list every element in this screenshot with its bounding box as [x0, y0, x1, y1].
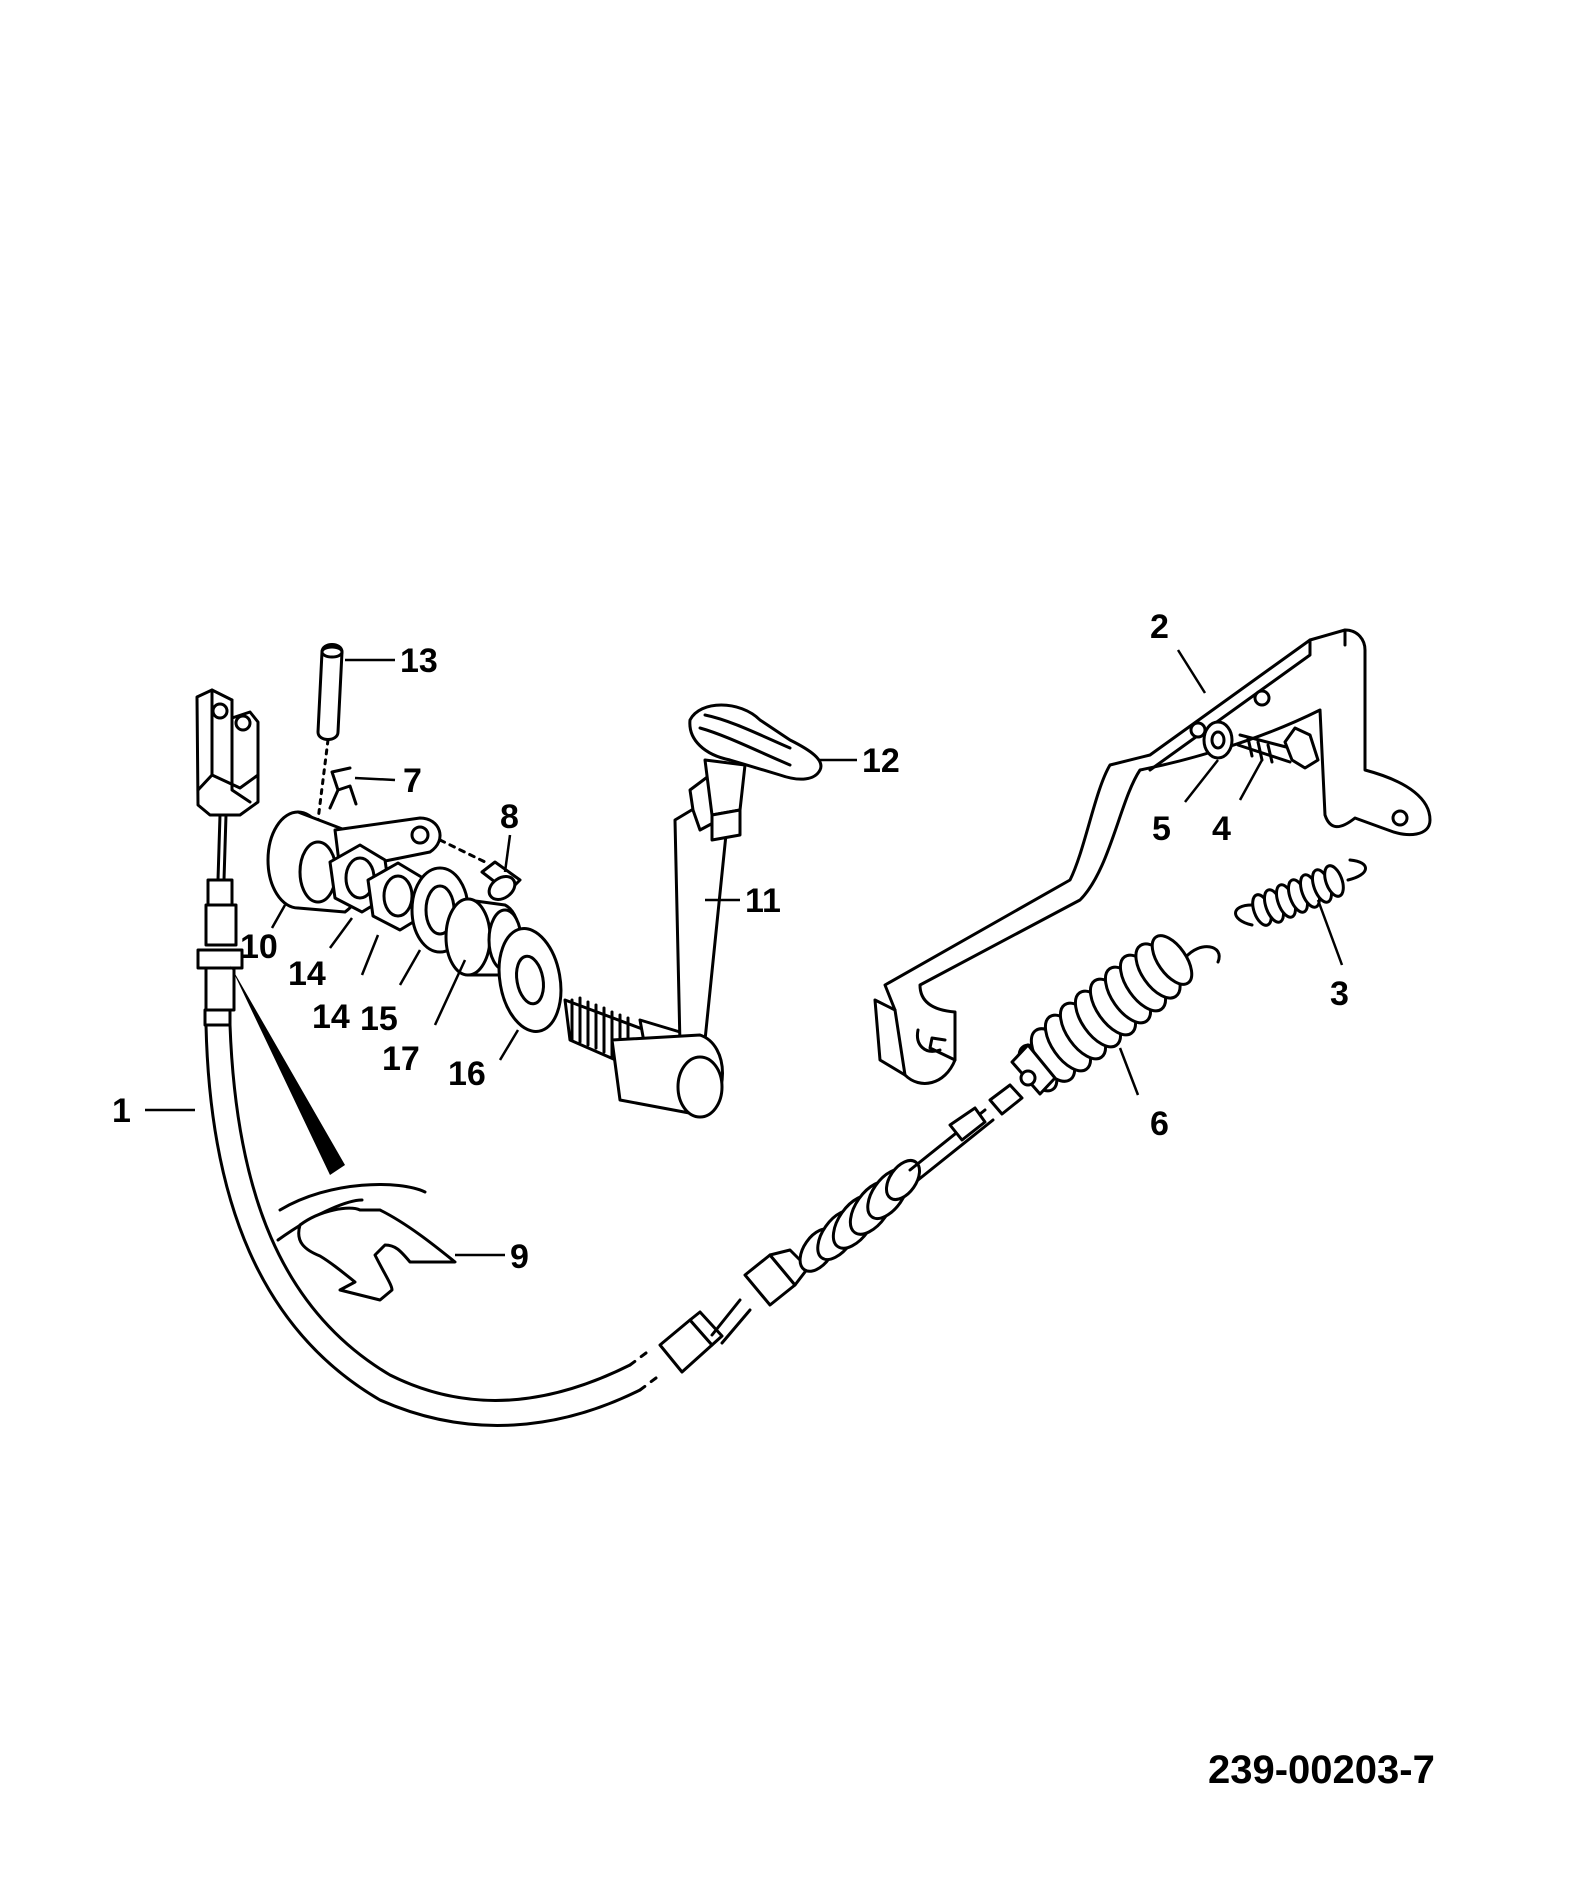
callout-10: 10	[240, 928, 278, 966]
callout-1: 1	[112, 1092, 131, 1130]
control-cable	[195, 688, 1024, 1427]
large-extension-spring	[1010, 934, 1221, 1096]
mounting-bracket	[873, 628, 1432, 1085]
e-ring-clip	[230, 965, 457, 1302]
hairpin-clip	[328, 766, 358, 810]
callout-11: 11	[745, 882, 781, 920]
callout-15: 15	[360, 1000, 398, 1038]
callout-13: 13	[400, 642, 438, 680]
shift-knob	[688, 703, 823, 842]
leader-lines	[145, 649, 1344, 1257]
callout-16: 16	[448, 1055, 486, 1093]
clevis-pin	[480, 860, 522, 901]
bracket-washer	[1202, 720, 1234, 760]
document-number: 239-00203-7	[1208, 1748, 1435, 1792]
callout-6: 6	[1150, 1105, 1169, 1143]
hex-bolt	[1236, 726, 1320, 770]
callout-5: 5	[1152, 810, 1171, 848]
callout-9: 9	[510, 1238, 529, 1276]
callout-3: 3	[1330, 975, 1349, 1013]
callout-7: 7	[403, 762, 422, 800]
small-extension-spring	[1234, 858, 1367, 927]
callout-12: 12	[862, 742, 900, 780]
shift-lever	[563, 773, 733, 1119]
flat-washer	[497, 927, 563, 1033]
roll-pin	[316, 643, 344, 822]
callout-14-upper: 14	[288, 955, 326, 993]
callout-2: 2	[1150, 608, 1169, 646]
callout-labels: 1 2 3 4 5 6 7 8 9 10 11 12 13 14 14 15 1…	[112, 608, 1349, 1276]
callout-17: 17	[382, 1040, 420, 1078]
callout-8: 8	[500, 798, 519, 836]
callout-14-lower: 14	[312, 998, 350, 1036]
callout-4: 4	[1212, 810, 1231, 848]
